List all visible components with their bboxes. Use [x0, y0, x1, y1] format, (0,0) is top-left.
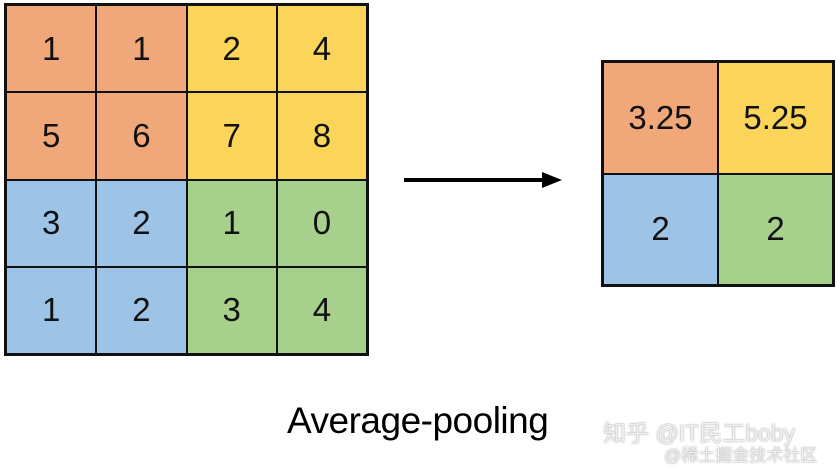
input-cell-r4-c4: 4 — [276, 266, 367, 354]
watermark-juejin: @稀土掘金技术社区 — [664, 446, 818, 465]
input-cell-r4-c1: 1 — [6, 266, 97, 354]
input-cell-r3-c3: 1 — [186, 179, 277, 267]
caption: Average-pooling — [287, 400, 549, 441]
output-cell-r2-c1: 2 — [603, 173, 718, 285]
input-cell-r2-c3: 7 — [186, 92, 277, 180]
output-cell-r1-c1: 3.25 — [603, 62, 718, 174]
input-cell-r4-c2: 2 — [96, 266, 187, 354]
output-cell-r1-c2: 5.25 — [718, 62, 833, 174]
input-cell-r3-c4: 0 — [276, 179, 367, 267]
input-cell-r1-c2: 1 — [96, 5, 187, 93]
input-cell-r1-c3: 2 — [186, 5, 277, 93]
input-cell-r2-c4: 8 — [276, 92, 367, 180]
output-cell-r2-c2: 2 — [718, 173, 833, 285]
input-cell-r4-c3: 3 — [186, 266, 277, 354]
watermark-zhihu: 知乎 @IT民工boby — [603, 420, 796, 446]
input-cell-r3-c2: 2 — [96, 179, 187, 267]
input-cell-r3-c1: 3 — [6, 179, 97, 267]
input-cell-r2-c2: 6 — [96, 92, 187, 180]
input-cell-r1-c4: 4 — [276, 5, 367, 93]
input-cell-r1-c1: 1 — [6, 5, 97, 93]
input-cell-r2-c1: 5 — [6, 92, 97, 180]
right-arrow-icon — [404, 172, 562, 188]
